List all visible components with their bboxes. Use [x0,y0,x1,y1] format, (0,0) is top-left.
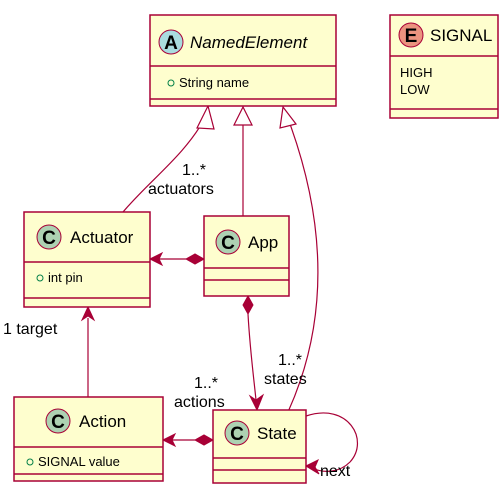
badge-letter: C [221,233,235,254]
class-action[interactable]: C Action SIGNAL value [13,396,164,482]
class-name: Actuator [70,228,134,247]
class-namedelement[interactable]: A NamedElement String name [149,14,337,107]
class-actuator[interactable]: C Actuator int pin [23,211,151,308]
class-name: State [257,424,297,443]
edge-state-inherits-namedelement [287,123,319,413]
association-arrowhead [161,432,177,448]
association-arrowhead [148,251,164,267]
inheritance-arrowhead [233,105,253,126]
class-name: App [248,233,278,252]
label-states-role: states [264,371,307,388]
public-visibility-icon [26,458,34,466]
class-state[interactable]: C State [212,409,307,484]
class-name: NamedElement [190,33,308,52]
badge-letter: C [230,424,244,445]
class-badge-icon [215,229,241,255]
public-visibility-icon [36,274,44,282]
abstract-badge-icon [158,29,184,55]
class-badge-icon [224,420,250,446]
enum-badge-icon [398,22,424,48]
association-arrowhead [304,458,320,475]
label-states-multiplicity: 1..* [278,352,302,369]
label-actuators-role: actuators [148,181,214,198]
label-actions-role: actions [174,394,225,411]
inheritance-arrowhead [196,104,215,130]
class-app[interactable]: C App [203,215,290,297]
attribute: SIGNAL value [38,454,120,469]
association-arrowhead [80,305,96,322]
attribute: String name [179,75,249,90]
badge-letter: E [405,26,418,47]
class-name: Action [79,412,126,431]
badge-letter: A [164,33,178,54]
edge-state-next [305,412,359,472]
enum-signal[interactable]: E SIGNAL HIGH LOW [389,14,499,119]
public-visibility-icon [167,79,175,87]
composition-diamond [242,294,254,316]
badge-letter: C [42,228,56,249]
enum-name: SIGNAL [430,26,492,45]
composition-diamond [193,434,215,446]
badge-letter: C [51,412,65,433]
association-arrowhead [248,393,265,412]
inheritance-arrowhead [279,105,298,129]
class-badge-icon [36,224,62,250]
label-actuators-multiplicity: 1..* [182,162,206,179]
composition-diamond [184,253,206,265]
label-next: next [320,463,351,480]
edge-actuator-inherits-namedelement [122,117,206,213]
attribute: int pin [48,270,83,285]
label-target: 1 target [3,321,58,338]
enum-value: HIGH [400,65,433,80]
edge-app-states [247,313,257,401]
label-actions-multiplicity: 1..* [194,375,218,392]
enum-value: LOW [400,82,430,97]
class-badge-icon [45,408,71,434]
